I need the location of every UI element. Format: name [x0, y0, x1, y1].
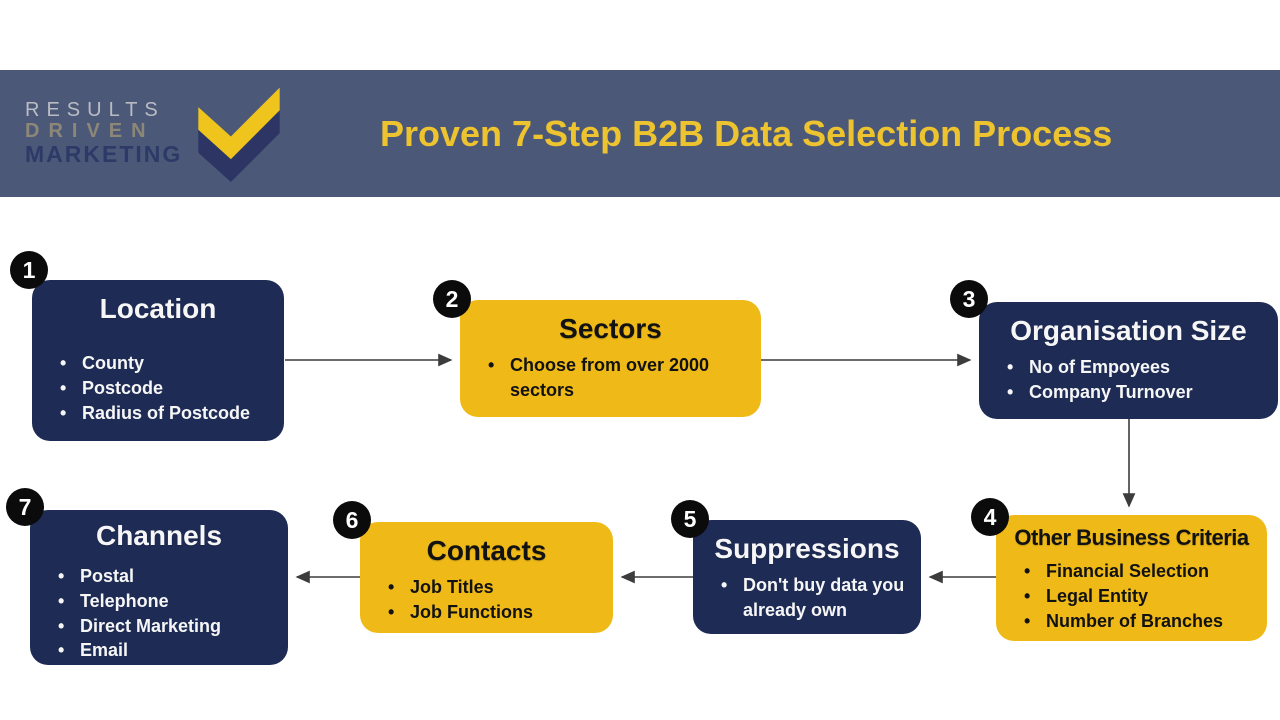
bullet-item: •Legal Entity	[1024, 584, 1251, 609]
bullet-dot: •	[1024, 561, 1031, 581]
step-badge-4: 4	[971, 498, 1009, 536]
bullet-item: •Radius of Postcode	[60, 401, 268, 426]
step-title-contacts: Contacts	[426, 535, 547, 566]
bullet-dot: •	[1007, 357, 1014, 377]
step-box-contacts: Contacts •Job Titles •Job Functions	[360, 522, 613, 633]
bullet-item: •Company Turnover	[1007, 380, 1262, 405]
bullet-dot: •	[1024, 610, 1031, 631]
step-title-location: Location	[99, 293, 217, 324]
logo-driven-text: DRIVEN	[25, 120, 155, 143]
bullet-list: •Postal •Telephone •Direct Marketing •Em…	[40, 564, 278, 663]
step-title-other-business-criteria: Other Business Criteria	[1014, 525, 1249, 550]
bullet-list: •Choose from over 2000 sectors	[470, 353, 751, 403]
step-title-sectors: Sectors	[559, 313, 662, 344]
step-badge-7: 7	[6, 488, 44, 526]
bullet-list: •No of Empoyees •Company Turnover	[989, 355, 1268, 405]
bullet-item: •County	[60, 351, 268, 376]
bullet-item: •Don't buy data you already own	[721, 573, 905, 623]
bullet-item: •Job Titles	[388, 575, 597, 600]
step-box-location: Location •County •Postcode •Radius of Po…	[32, 280, 284, 441]
bullet-dot: •	[60, 377, 67, 398]
bullet-dot: •	[58, 590, 65, 611]
step-title-channels: Channels	[95, 520, 223, 551]
step-title-organisation-size: Organisation Size	[1010, 315, 1247, 346]
bullet-item: •Financial Selection	[1024, 559, 1251, 584]
step-box-suppressions: Suppressions •Don't buy data you already…	[693, 520, 921, 634]
bullet-list: •County •Postcode •Radius of Postcode	[42, 351, 274, 425]
page-title: Proven 7-Step B2B Data Selection Process	[380, 112, 1113, 154]
step-badge-2: 2	[433, 280, 471, 318]
company-logo: RESULTS DRIVEN MARKETING	[25, 86, 282, 182]
bullet-item: •Postcode	[60, 376, 268, 401]
bullet-item: •Direct Marketing	[58, 614, 272, 639]
logo-chevron-icon	[198, 87, 280, 182]
bullet-dot: •	[1024, 585, 1031, 606]
bullet-dot: •	[60, 353, 67, 373]
bullet-dot: •	[721, 575, 728, 595]
bullet-dot: •	[388, 577, 395, 597]
title-wrap: Proven 7-Step B2B Data Selection Process	[282, 113, 1210, 155]
step-badge-6: 6	[333, 501, 371, 539]
bullet-dot: •	[58, 615, 65, 636]
header-banner: RESULTS DRIVEN MARKETING Proven 7-Step B…	[0, 70, 1280, 197]
step-box-sectors: Sectors •Choose from over 2000 sectors	[460, 300, 761, 417]
bullet-item: •Telephone	[58, 589, 272, 614]
step-box-organisation-size: Organisation Size •No of Empoyees •Compa…	[979, 302, 1278, 419]
bullet-item: •Choose from over 2000 sectors	[488, 353, 745, 403]
logo-marketing-text: MARKETING	[25, 141, 183, 168]
bullet-dot: •	[58, 640, 65, 661]
bullet-list: •Don't buy data you already own	[703, 573, 911, 623]
step-badge-1: 1	[10, 251, 48, 289]
logo-results-text: RESULTS	[25, 99, 165, 122]
bullet-dot: •	[388, 601, 395, 622]
bullet-dot: •	[1007, 381, 1014, 402]
bullet-item: •Job Functions	[388, 600, 597, 625]
bullet-dot: •	[488, 355, 495, 375]
step-box-channels: Channels •Postal •Telephone •Direct Mark…	[30, 510, 288, 665]
bullet-item: •No of Empoyees	[1007, 355, 1262, 380]
bullet-item: •Number of Branches	[1024, 609, 1251, 634]
bullet-dot: •	[60, 402, 67, 423]
step-badge-5: 5	[671, 500, 709, 538]
bullet-item: •Postal	[58, 564, 272, 589]
logo-text: RESULTS DRIVEN MARKETING	[25, 99, 183, 168]
bullet-item: •Email	[58, 638, 272, 663]
bullet-dot: •	[58, 566, 65, 586]
step-box-other-business-criteria: Other Business Criteria •Financial Selec…	[996, 515, 1267, 641]
bullet-list: •Job Titles •Job Functions	[370, 575, 603, 625]
step-title-suppressions: Suppressions	[714, 533, 900, 564]
bullet-list: •Financial Selection •Legal Entity •Numb…	[1006, 559, 1257, 633]
step-badge-3: 3	[950, 280, 988, 318]
